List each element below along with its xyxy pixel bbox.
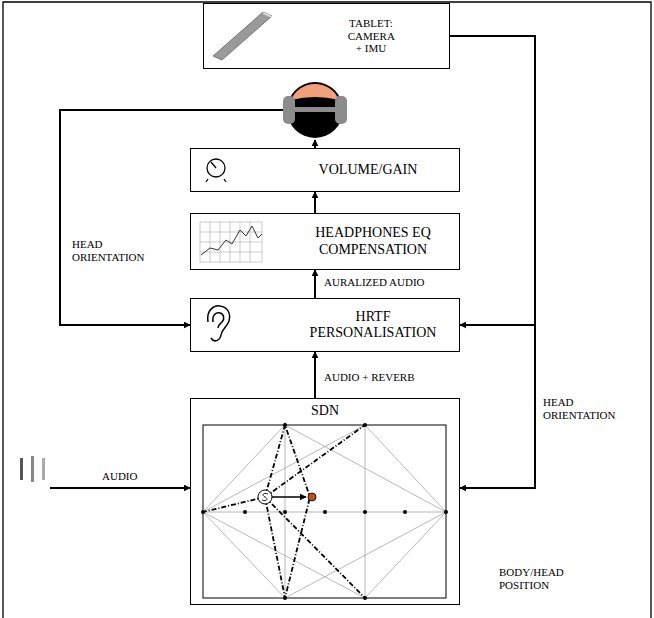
box-label: SDN bbox=[311, 403, 339, 419]
signal-label: AUDIO + REVERB bbox=[322, 371, 417, 384]
signal-label: HEAD ORIENTATION bbox=[70, 238, 146, 264]
eq-graph-icon bbox=[200, 222, 262, 262]
sdn-room bbox=[201, 423, 448, 600]
signal-arrow bbox=[314, 352, 316, 398]
output-arrow bbox=[314, 140, 316, 148]
box-label: HRTF PERSONALISATION bbox=[291, 309, 455, 341]
sdn-box: SDN bbox=[190, 398, 460, 605]
box-label: HEADPHONES EQ COMPENSATION bbox=[291, 225, 455, 257]
signal-arrow bbox=[450, 36, 535, 325]
knob-icon bbox=[206, 159, 226, 182]
head-orientation-wire bbox=[60, 110, 283, 325]
box-label: TABLET: CAMERA + IMU bbox=[348, 17, 394, 55]
signal-arrow bbox=[314, 270, 316, 298]
box-label: VOLUME/GAIN bbox=[319, 162, 418, 178]
signal-arrow bbox=[314, 192, 316, 213]
listener-head bbox=[283, 82, 347, 138]
signal-label: AURALIZED AUDIO bbox=[322, 276, 427, 289]
signal-label: AUDIO bbox=[100, 470, 139, 483]
volume-box: VOLUME/GAIN bbox=[190, 148, 460, 192]
audio-waveform bbox=[20, 456, 45, 482]
signal-arrow bbox=[450, 36, 535, 488]
signal-label: BODY/HEAD POSITION bbox=[497, 566, 566, 592]
tablet-box: TABLET: CAMERA + IMU bbox=[203, 3, 450, 69]
eq-box: HEADPHONES EQ COMPENSATION bbox=[190, 213, 460, 270]
audio-input-arrow bbox=[50, 487, 190, 489]
ear-icon bbox=[208, 306, 230, 341]
outer-frame bbox=[3, 2, 651, 618]
signal-label: HEAD ORIENTATION bbox=[541, 396, 617, 422]
tablet-icon bbox=[213, 12, 272, 60]
hrtf-box: HRTF PERSONALISATION bbox=[190, 298, 460, 352]
